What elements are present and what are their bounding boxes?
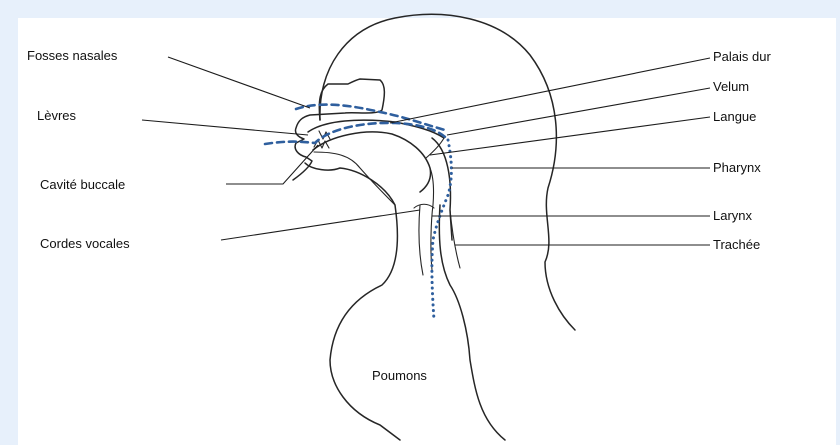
label-trachee: Trachée	[713, 237, 760, 252]
leader-velum	[447, 88, 710, 135]
leader-levres	[142, 120, 308, 135]
lung-right-outline	[439, 205, 505, 440]
label-fosses-nasales: Fosses nasales	[27, 48, 118, 63]
label-poumons: Poumons	[372, 368, 427, 383]
label-cavite-buccale: Cavité buccale	[40, 177, 125, 192]
leader-cordes-vocales	[221, 210, 420, 240]
leader-fosses-nasales	[168, 57, 310, 108]
label-cordes-vocales: Cordes vocales	[40, 236, 130, 251]
trachea-left	[419, 205, 423, 275]
chin-neck-outline	[305, 163, 400, 440]
tongue	[313, 132, 431, 192]
label-velum: Velum	[713, 79, 749, 94]
leader-palais-dur	[390, 58, 710, 123]
leader-langue	[430, 117, 710, 155]
label-langue: Langue	[713, 109, 756, 124]
label-palais-dur: Palais dur	[713, 49, 771, 64]
label-larynx: Larynx	[713, 208, 753, 223]
larynx-fold	[414, 204, 434, 208]
jaw-line	[314, 152, 395, 205]
leader-cavite-buccale	[226, 145, 318, 184]
label-pharynx: Pharynx	[713, 160, 761, 175]
label-levres: Lèvres	[37, 108, 77, 123]
pharynx-airflow	[432, 140, 451, 320]
